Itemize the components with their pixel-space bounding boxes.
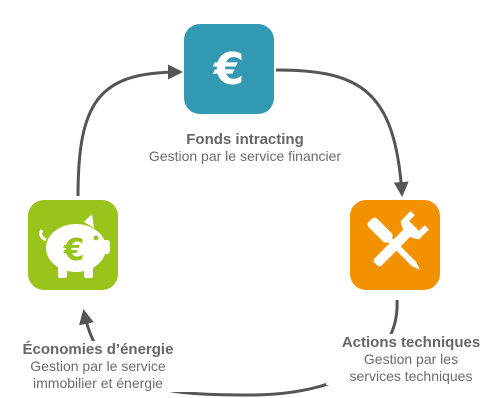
economies-subtitle-line2: immobilier et énergie bbox=[33, 375, 163, 391]
euro-icon: € bbox=[213, 44, 245, 95]
wrench-screwdriver-icon bbox=[367, 211, 429, 270]
actions-techniques-tile bbox=[350, 200, 440, 290]
actions-techniques-label: Actions techniques Gestion par les servi… bbox=[326, 334, 494, 385]
fonds-intracting-tile: € bbox=[184, 24, 274, 114]
fonds-title: Fonds intracting bbox=[186, 131, 304, 148]
euro-symbol: € bbox=[63, 233, 85, 268]
actions-subtitle-line2: services techniques bbox=[349, 368, 473, 384]
economies-title: Économies d’énergie bbox=[22, 341, 174, 358]
piggy-bank-icon: € bbox=[39, 214, 110, 278]
economies-subtitle-line1: Gestion par le service bbox=[30, 358, 166, 374]
economies-energie-label: Économies d’énergie Gestion par le servi… bbox=[0, 341, 196, 392]
actions-title: Actions techniques bbox=[341, 334, 481, 351]
arrow-fonds-to-actions bbox=[275, 68, 409, 197]
economies-energie-tile: € bbox=[28, 200, 118, 290]
actions-subtitle-line1: Gestion par les bbox=[363, 351, 459, 367]
arrow-economies-to-fonds bbox=[76, 64, 183, 197]
fonds-subtitle: Gestion par le service financier bbox=[148, 148, 342, 164]
fonds-intracting-label: Fonds intracting Gestion par le service … bbox=[110, 131, 380, 165]
euro-symbol: € bbox=[213, 44, 245, 95]
